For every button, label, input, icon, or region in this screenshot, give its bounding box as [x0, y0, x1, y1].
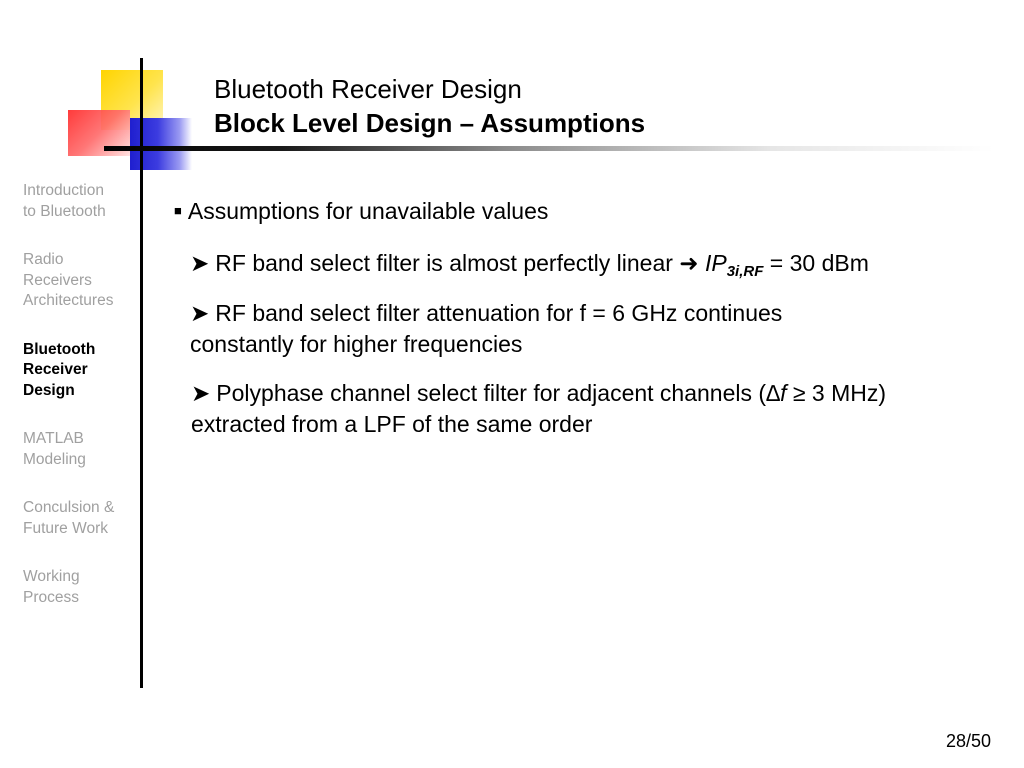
sidebar-item-label: Receiver: [23, 361, 88, 378]
delta-f-symbol: ∆f: [766, 380, 787, 406]
main-bullet: ■ Assumptions for unavailable values: [174, 198, 548, 225]
sidebar-item-label: Radio: [23, 251, 64, 268]
sidebar-item-conclusion[interactable]: Conculsion & Future Work: [23, 498, 135, 539]
vertical-divider: [140, 58, 143, 688]
sidebar-item-label: Working: [23, 568, 80, 585]
sidebar-item-label: Architectures: [23, 292, 114, 309]
sidebar-nav: Introduction to Bluetooth Radio Receiver…: [23, 181, 135, 636]
sidebar-item-label: to Bluetooth: [23, 202, 106, 220]
slide-subtitle: Block Level Design – Assumptions: [214, 108, 646, 138]
sub-bullet-text: Polyphase channel select filter for adja…: [216, 380, 767, 406]
ip-symbol: IP: [704, 250, 727, 276]
page-number: 28/50: [946, 731, 992, 751]
sub-bullet-text: RF band select filter attenuation for f …: [190, 300, 783, 357]
ip-subscript: 3i,RF: [726, 263, 764, 280]
sidebar-item-label: Future Work: [23, 519, 108, 537]
sub-bullet-attenuation: ➤RF band select filter attenuation for f…: [190, 298, 890, 360]
sub-bullet-text: RF band select filter is almost perfectl…: [215, 250, 673, 276]
arrowhead-bullet-icon: ➤: [191, 380, 211, 406]
sidebar-item-radio-receivers[interactable]: Radio Receivers Architectures: [23, 250, 135, 312]
sidebar-item-label: Design: [23, 381, 75, 399]
main-bullet-text: Assumptions for unavailable values: [187, 198, 549, 224]
arrowhead-bullet-icon: ➤: [190, 300, 210, 326]
sidebar-item-label: MATLAB: [23, 430, 84, 447]
sub-bullet-linearity: ➤RF band select filter is almost perfect…: [190, 248, 869, 287]
ip-value: = 30 dBm: [769, 250, 869, 276]
horizontal-divider: [104, 146, 994, 151]
sidebar-item-label: Modeling: [23, 450, 86, 468]
arrowhead-bullet-icon: ➤: [190, 250, 210, 276]
sidebar-item-label: Bluetooth: [23, 340, 96, 358]
sub-bullet-text: ≥ 3 MHz) extracted from a LPF of the sam…: [191, 380, 887, 437]
slide-title: Bluetooth Receiver Design: [214, 74, 522, 104]
sub-bullet-polyphase: ➤Polyphase channel select filter for adj…: [191, 378, 981, 440]
sidebar-item-introduction[interactable]: Introduction to Bluetooth: [23, 181, 135, 222]
implies-arrow-icon: ➜: [679, 250, 699, 276]
square-bullet-icon: ■: [174, 203, 182, 218]
sidebar-item-label: Introduction: [23, 182, 104, 199]
sidebar-item-label: Conculsion &: [23, 499, 115, 516]
sidebar-item-label: Process: [23, 588, 79, 606]
sidebar-item-working-process[interactable]: Working Process: [23, 567, 135, 608]
sidebar-item-bluetooth-receiver-design[interactable]: Bluetooth Receiver Design: [23, 340, 135, 402]
sidebar-item-matlab-modeling[interactable]: MATLAB Modeling: [23, 429, 135, 470]
sidebar-item-label: Receivers: [23, 271, 92, 289]
